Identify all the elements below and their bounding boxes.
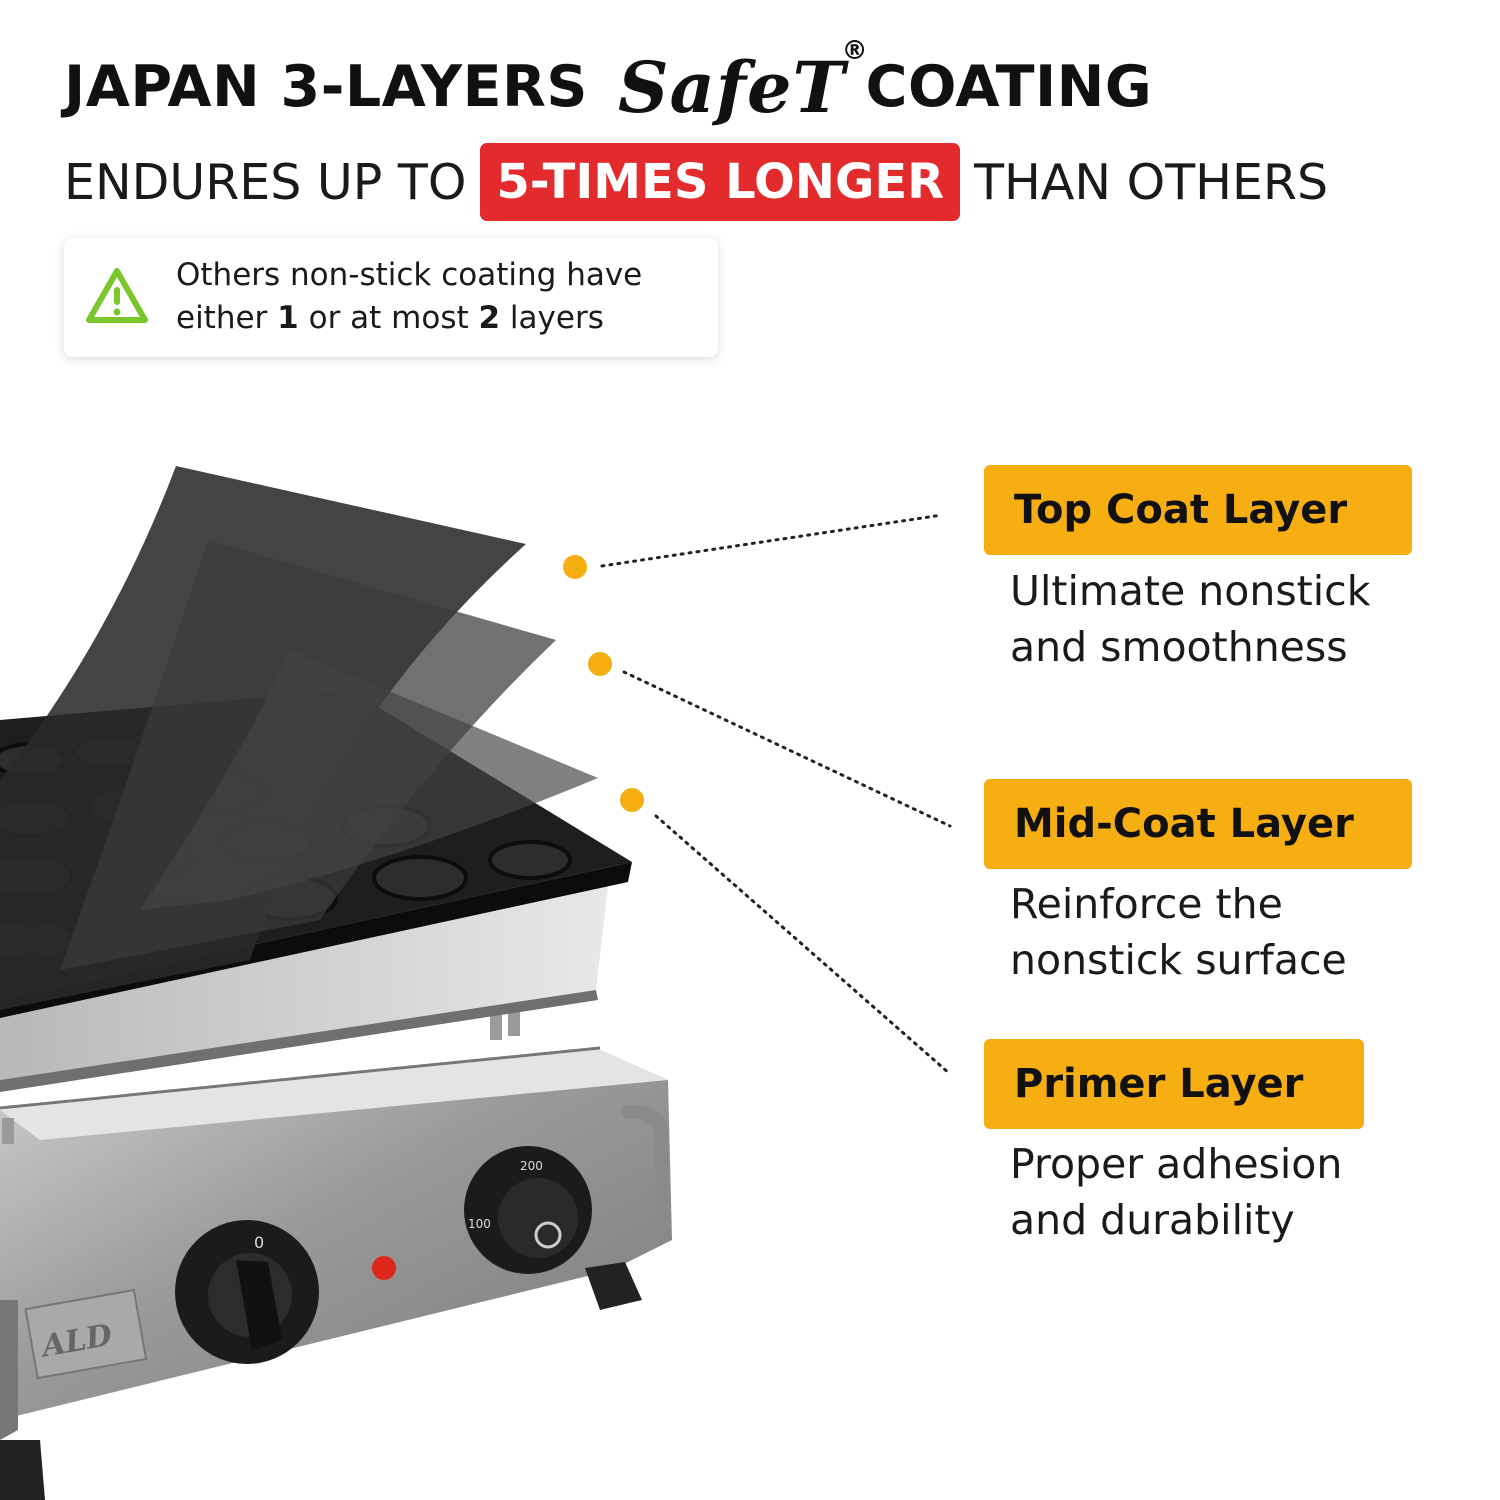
plate-tray	[0, 870, 610, 1080]
top-coat-desc: Ultimate nonstick and smoothness	[1010, 563, 1430, 675]
primer-desc: Proper adhesion and durability	[1010, 1136, 1430, 1248]
mid-coat-desc: Reinforce the nonstick surface	[1010, 876, 1430, 988]
notice-line1: Others non-stick coating have	[176, 257, 643, 293]
top-coat-badge: Top Coat Layer	[984, 465, 1412, 555]
headline-part2: COATING	[865, 54, 1153, 120]
brand-name: SafeT	[617, 45, 846, 129]
headline: JAPAN 3-LAYERS SafeT ® COATING	[64, 36, 1153, 132]
notice-line2-b: or at most	[298, 300, 479, 336]
primer-desc-line2: and durability	[1010, 1196, 1295, 1244]
subline-suffix: THAN OTHERS	[974, 153, 1329, 211]
mid-coat-desc-line1: Reinforce the	[1010, 880, 1283, 928]
headline-part1: JAPAN 3-LAYERS	[64, 54, 588, 120]
callout-mid	[588, 652, 952, 828]
notice-num1: 1	[277, 300, 299, 336]
mid-coat-desc-line2: nonstick surface	[1010, 936, 1347, 984]
notice-line2-c: layers	[500, 300, 604, 336]
top-coat-desc-line1: Ultimate nonstick	[1010, 567, 1371, 615]
notice-line2: either 1 or at most 2 layers	[176, 297, 706, 340]
callout-dot-mid	[588, 652, 612, 676]
top-coat-desc-line2: and smoothness	[1010, 623, 1348, 671]
notice-line2-a: either	[176, 300, 278, 336]
hinge-pins	[2, 1006, 520, 1144]
thermo-mark-100: 100	[468, 1217, 491, 1231]
power-indicator-light	[372, 1256, 396, 1280]
callout-dot-primer	[620, 788, 644, 812]
notice-num2: 2	[478, 300, 501, 336]
timer-zero-mark: 0	[254, 1233, 264, 1252]
thermostat-knob[interactable]: 200 100	[464, 1146, 592, 1274]
subline: ENDURES UP TO 5-TIMES LONGER THAN OTHERS	[64, 143, 1328, 221]
subline-highlight: 5-TIMES LONGER	[480, 143, 961, 221]
warning-triangle-icon	[86, 268, 148, 323]
primer-sheet	[140, 650, 598, 910]
thermo-mark-200: 200	[520, 1159, 543, 1173]
subline-prefix: ENDURES UP TO	[64, 153, 467, 211]
notice-text: Others non-stick coating have either 1 o…	[176, 254, 706, 340]
callout-top	[563, 513, 944, 579]
callout-primer	[620, 788, 952, 1076]
waffle-maker-base: ALD 0 200 100	[0, 1046, 672, 1500]
product-illustration: ALD 0 200 100	[0, 466, 952, 1500]
primer-badge: Primer Layer	[984, 1039, 1364, 1129]
registered-mark: ®	[841, 35, 868, 66]
mid-coat-badge: Mid-Coat Layer	[984, 779, 1412, 869]
timer-knob[interactable]: 0	[175, 1220, 319, 1364]
callout-dot-top	[563, 555, 587, 579]
primer-desc-line1: Proper adhesion	[1010, 1140, 1343, 1188]
brand-logo: SafeT ®	[617, 36, 868, 129]
notice-card	[64, 238, 718, 357]
